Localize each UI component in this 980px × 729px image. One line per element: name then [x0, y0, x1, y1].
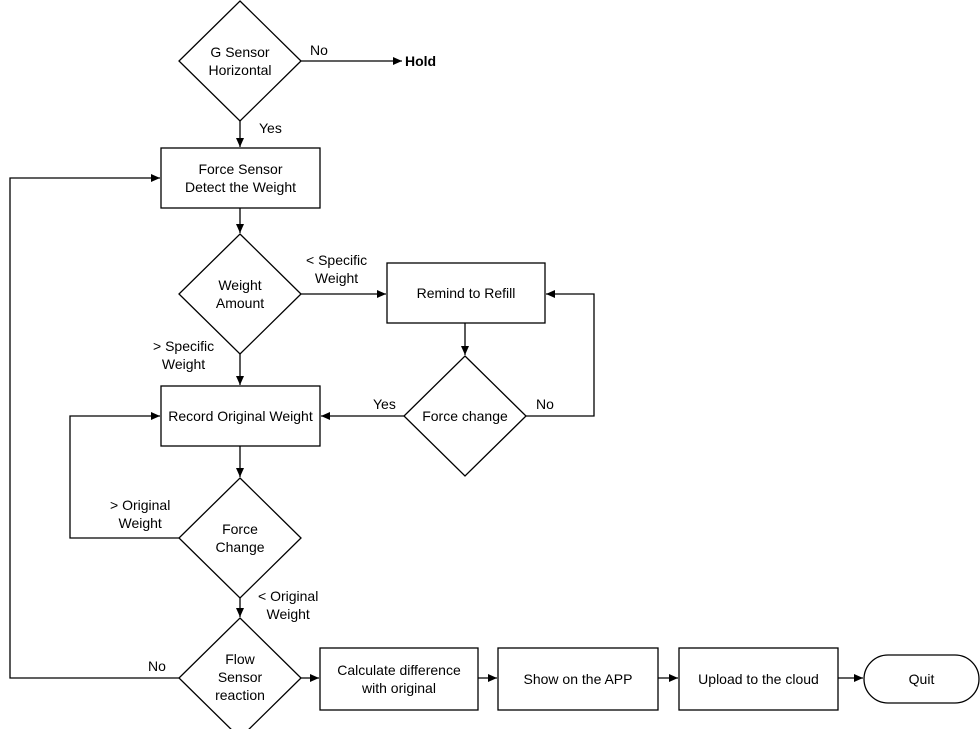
remind-refill-box	[386, 262, 546, 324]
quit-label: Quit	[908, 671, 935, 687]
weight-amount-label: Weight Amount	[215, 277, 265, 311]
edge-label-less-specific: < Specific Weight	[306, 252, 368, 286]
quit-terminal	[863, 654, 980, 704]
edge-force-change-loop-to-record	[69, 412, 179, 539]
calc-diff-box	[319, 647, 479, 711]
flow-sensor-diamond	[178, 617, 302, 729]
calc-diff-label: Calculate difference with original	[337, 662, 461, 696]
edge-label-g-yes: Yes	[259, 120, 282, 136]
edge-label-fc-no: No	[536, 396, 554, 412]
edge-label-less-original: < Original Weight	[258, 588, 319, 622]
edge-check-no-to-remind	[526, 290, 595, 417]
edge-label-greater-original: > Original Weight	[110, 497, 171, 531]
upload-cloud-label: Upload to the cloud	[698, 671, 819, 687]
upload-cloud-box	[678, 647, 839, 711]
edge-label-flow-no: No	[148, 658, 166, 674]
edge-label-greater-specific: > Specific Weight	[153, 338, 215, 372]
edge-flow-no-to-force-detect	[9, 174, 179, 679]
flow-sensor-label: Flow Sensor reaction	[215, 651, 265, 703]
record-weight-label: Record Original Weight	[168, 408, 313, 424]
record-weight-box	[160, 385, 321, 447]
force-detect-label: Force Sensor Detect the Weight	[184, 161, 297, 195]
g-sensor-label: G Sensor Horizontal	[208, 44, 272, 78]
hold-label: Hold	[405, 53, 437, 69]
force-detect-box	[160, 147, 321, 209]
force-change-check-diamond	[403, 355, 527, 477]
force-change-check-label: Force change	[422, 408, 508, 424]
show-app-label: Show on the APP	[523, 671, 633, 687]
edge-label-g-no: No	[310, 42, 328, 58]
show-app-box	[497, 647, 659, 711]
remind-refill-label: Remind to Refill	[416, 285, 516, 301]
force-change-2-label: Force Change	[215, 521, 265, 555]
edge-label-fc-yes: Yes	[373, 396, 396, 412]
